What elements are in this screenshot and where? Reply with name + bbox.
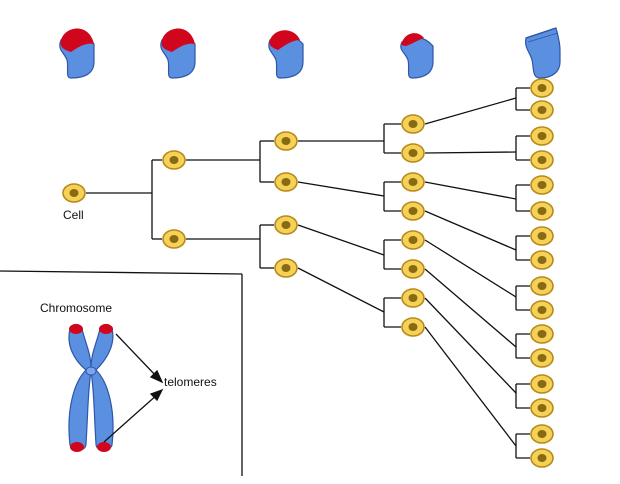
cell-gen4 bbox=[401, 172, 425, 192]
cell-gen4 bbox=[401, 114, 425, 134]
cell-gen3 bbox=[274, 215, 298, 235]
telomere-top-right bbox=[99, 324, 113, 334]
cell-gen3 bbox=[274, 131, 298, 151]
cell-root bbox=[62, 183, 86, 203]
cell-division-lines bbox=[86, 87, 530, 459]
chromosome-stage-1 bbox=[59, 28, 95, 79]
inset-frame bbox=[0, 270, 243, 476]
cell-gen4 bbox=[401, 288, 425, 308]
chromosome-figure bbox=[68, 323, 114, 452]
cell-gen4 bbox=[401, 259, 425, 279]
cell-label: Cell bbox=[63, 208, 84, 222]
cell-gen5 bbox=[530, 226, 554, 246]
cell-gen5 bbox=[530, 424, 554, 444]
cell-gen5 bbox=[530, 250, 554, 270]
cell-gen5 bbox=[530, 374, 554, 394]
cell-gen5 bbox=[530, 448, 554, 468]
telomere-bottom-left bbox=[70, 442, 84, 452]
chromosome-stage-4 bbox=[400, 33, 434, 79]
cell-gen2 bbox=[162, 150, 186, 170]
cell-gen3 bbox=[274, 172, 298, 192]
cell-gen4 bbox=[401, 201, 425, 221]
cell-gen5 bbox=[530, 201, 554, 221]
cell-gen5 bbox=[530, 78, 554, 98]
cell-gen5 bbox=[530, 126, 554, 146]
chromosome-stage-2 bbox=[160, 28, 196, 79]
chromosome-stage-5 bbox=[525, 27, 561, 79]
cell-gen4 bbox=[401, 230, 425, 250]
chromosome-stages-row bbox=[59, 27, 561, 79]
cell-gen5 bbox=[530, 100, 554, 120]
cell-gen5 bbox=[530, 348, 554, 368]
telomere-bottom-right bbox=[97, 442, 111, 452]
chromosome-label: Chromosome bbox=[40, 301, 112, 315]
cell-gen5 bbox=[530, 300, 554, 320]
chromosome-stage-3 bbox=[268, 30, 304, 79]
cell-gen3 bbox=[274, 258, 298, 278]
telomere-top-left bbox=[69, 324, 83, 334]
cell-gen5 bbox=[530, 276, 554, 296]
cell-gen5 bbox=[530, 398, 554, 418]
cell-gen5 bbox=[530, 150, 554, 170]
cell-gen2 bbox=[162, 229, 186, 249]
cell-gen5 bbox=[530, 324, 554, 344]
telomere-arrows bbox=[103, 333, 164, 443]
cell-gen4 bbox=[401, 317, 425, 337]
cell-gen4 bbox=[401, 143, 425, 163]
telomeres-label: telomeres bbox=[164, 375, 217, 389]
cell-gen5 bbox=[530, 175, 554, 195]
